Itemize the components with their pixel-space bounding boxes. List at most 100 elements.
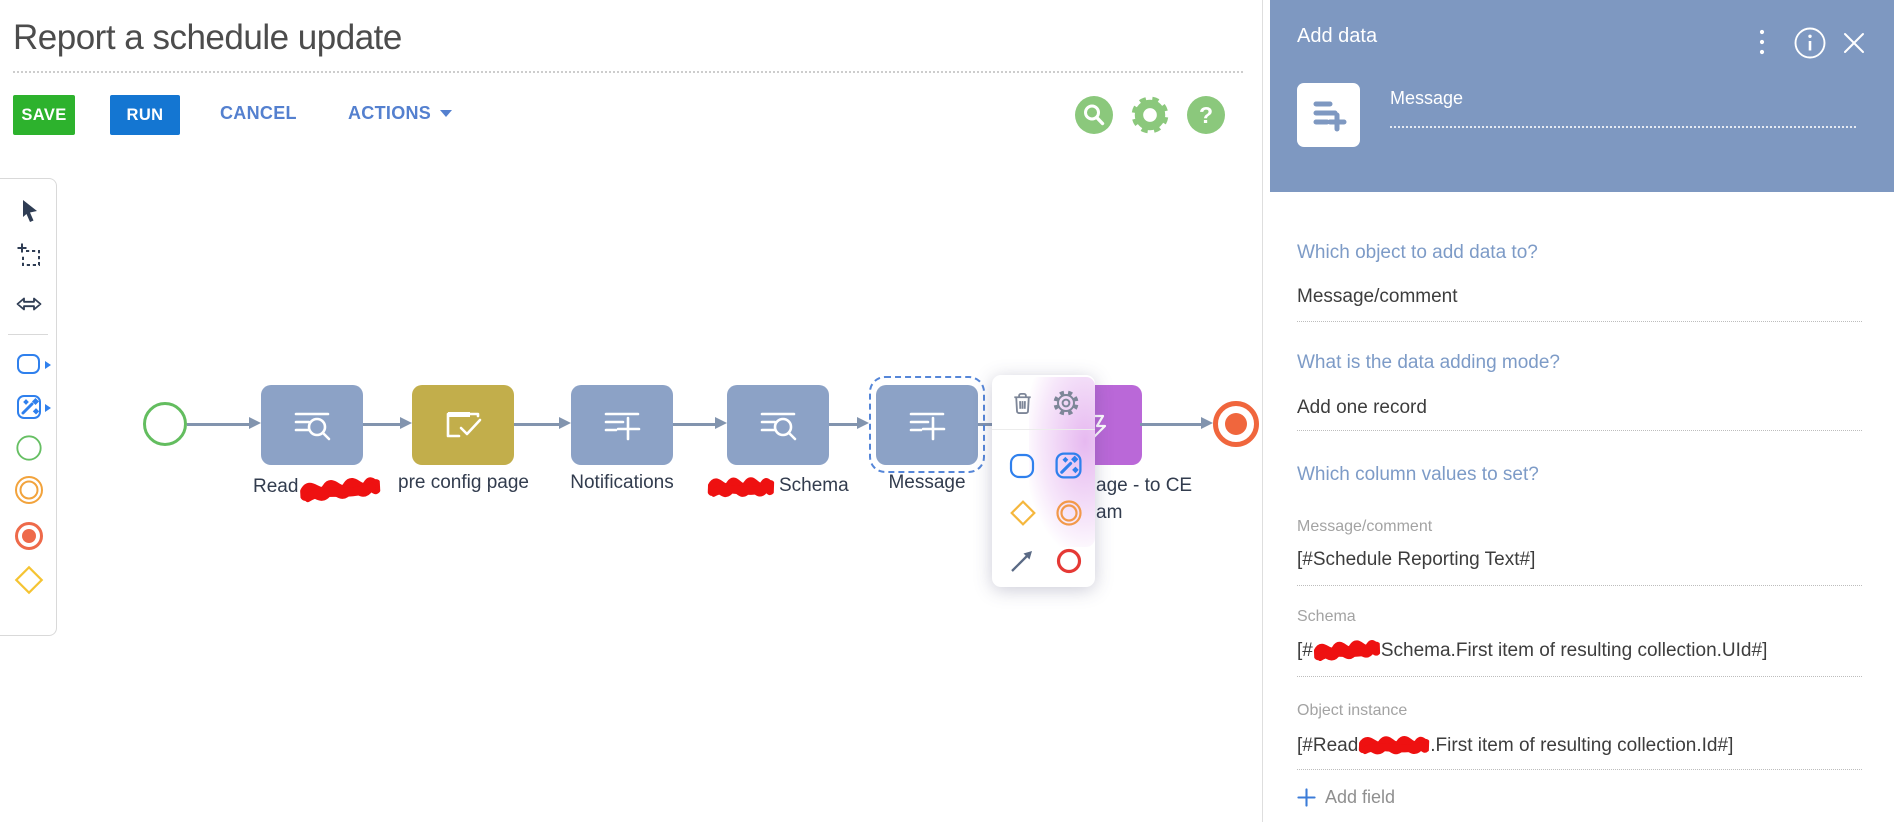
help-icon[interactable]: ? xyxy=(1187,96,1225,134)
end-event-dot xyxy=(1225,413,1247,435)
object-field-value[interactable]: Message/comment xyxy=(1297,286,1458,307)
node-label: age - to CE am xyxy=(1096,472,1192,526)
task-shape-icon xyxy=(1009,453,1035,479)
menu-gateway[interactable] xyxy=(1008,498,1038,528)
node-label: pre config page xyxy=(398,472,529,493)
caret-right-icon xyxy=(45,404,51,412)
system-action-icon xyxy=(16,395,41,419)
flow-edge xyxy=(514,423,559,426)
mode-field-value[interactable]: Add one record xyxy=(1297,397,1427,418)
section-question: Which column values to set? xyxy=(1297,464,1539,485)
node-add-data-message[interactable] xyxy=(876,385,978,465)
svg-text:?: ? xyxy=(1199,102,1213,128)
node-label-text: age - to CE xyxy=(1096,475,1193,496)
menu-terminate-event[interactable] xyxy=(1054,546,1084,576)
object-instance-field-value[interactable]: [#Read .First item of resulting collecti… xyxy=(1297,733,1733,759)
dotted-divider xyxy=(1297,585,1862,586)
flow-edge xyxy=(1140,423,1201,426)
edge-arrowhead-icon xyxy=(249,417,261,429)
edge-arrowhead-icon xyxy=(400,417,412,429)
node-label: Message xyxy=(888,472,966,493)
node-label-text: Read xyxy=(253,476,299,497)
node-read-schema[interactable] xyxy=(727,385,829,465)
element-name-input[interactable]: Message xyxy=(1390,88,1464,108)
menu-intermediate-event[interactable] xyxy=(1054,498,1084,528)
close-icon[interactable] xyxy=(1842,31,1866,60)
panel-divider xyxy=(1262,0,1263,822)
designer-toolbar xyxy=(0,178,57,636)
menu-task-shape[interactable] xyxy=(1007,451,1037,481)
start-event-icon xyxy=(15,435,42,461)
kebab-menu-icon[interactable] xyxy=(1758,27,1766,64)
dotted-divider xyxy=(1297,321,1862,322)
schema-field-value[interactable]: [# Schema.First item of resulting collec… xyxy=(1297,638,1767,664)
task-shape-icon xyxy=(16,354,40,374)
gateway-tool[interactable] xyxy=(0,565,57,595)
section-question: Which object to add data to? xyxy=(1297,242,1538,263)
save-button[interactable]: SAVE xyxy=(13,95,75,135)
node-preconfig-page[interactable] xyxy=(412,385,514,465)
actions-button-label: ACTIONS xyxy=(348,103,432,123)
task-tool[interactable] xyxy=(0,350,57,378)
node-label: Notifications xyxy=(570,472,674,493)
delete-button[interactable] xyxy=(1007,388,1037,418)
terminate-event-tool[interactable] xyxy=(0,522,57,550)
field-value-text: Schema.First item of resulting collectio… xyxy=(1380,640,1768,661)
redaction-scribble xyxy=(299,477,382,503)
settings-icon[interactable] xyxy=(1129,94,1171,136)
redaction-scribble xyxy=(1358,736,1430,755)
terminate-event-icon xyxy=(14,522,43,550)
input-underline xyxy=(1390,126,1856,128)
node-notifications[interactable] xyxy=(571,385,673,465)
panel-title: Add data xyxy=(1297,25,1378,47)
add-data-icon xyxy=(604,412,641,441)
add-data-icon xyxy=(909,412,946,441)
search-icon[interactable] xyxy=(1075,96,1113,134)
read-data-icon xyxy=(760,412,797,441)
flow-edge xyxy=(673,423,715,426)
add-field-button[interactable]: Add field xyxy=(1297,787,1395,808)
run-button[interactable]: RUN xyxy=(110,95,180,135)
message-field-value[interactable]: [#Schedule Reporting Text#] xyxy=(1297,549,1536,570)
field-label: Object instance xyxy=(1297,702,1408,719)
system-action-tool[interactable] xyxy=(0,393,57,421)
move-tool[interactable] xyxy=(0,290,57,318)
field-value-text: .First item of resulting collection.Id#] xyxy=(1430,735,1734,756)
settings-button[interactable] xyxy=(1051,388,1081,418)
node-read-data[interactable] xyxy=(261,385,363,465)
field-value-text: [#Read xyxy=(1297,735,1359,756)
side-panel: Add data Message Which object to add dat… xyxy=(1270,0,1894,822)
node-label: Schema xyxy=(707,472,849,500)
field-label: Message/comment xyxy=(1297,518,1433,535)
start-event[interactable] xyxy=(143,402,187,446)
menu-connector[interactable] xyxy=(1007,546,1037,576)
info-icon[interactable] xyxy=(1793,26,1827,65)
cancel-button[interactable]: CANCEL xyxy=(220,103,297,123)
title-divider xyxy=(13,71,1243,73)
read-data-icon xyxy=(294,412,331,441)
caret-right-icon xyxy=(45,361,51,369)
field-value-text: [# xyxy=(1297,640,1313,661)
page-title: Report a schedule update xyxy=(13,18,402,57)
gateway-icon xyxy=(1010,500,1036,526)
end-event[interactable] xyxy=(1213,401,1259,447)
menu-system-action[interactable] xyxy=(1053,450,1083,480)
dotted-divider xyxy=(1297,676,1862,677)
add-field-label: Add field xyxy=(1325,787,1396,807)
start-event-tool[interactable] xyxy=(0,434,57,462)
intermediate-event-icon xyxy=(1056,500,1082,526)
flow-edge xyxy=(829,423,857,426)
edge-arrowhead-icon xyxy=(1201,417,1213,429)
node-label: Read xyxy=(253,472,382,503)
panel-header: Add data Message xyxy=(1270,0,1894,192)
lasso-tool[interactable] xyxy=(0,241,57,269)
connector-arrow-icon xyxy=(1011,551,1032,572)
pointer-tool[interactable] xyxy=(0,197,57,225)
actions-button[interactable]: ACTIONS xyxy=(348,103,453,124)
redaction-scribble xyxy=(707,477,775,497)
dotted-divider xyxy=(1297,430,1862,431)
intermediate-event-tool[interactable] xyxy=(0,476,57,504)
section-question: What is the data adding mode? xyxy=(1297,352,1561,373)
add-field-plus-icon xyxy=(1297,788,1316,807)
process-canvas[interactable]: Read pre config page Notifications Schem… xyxy=(0,140,1262,822)
